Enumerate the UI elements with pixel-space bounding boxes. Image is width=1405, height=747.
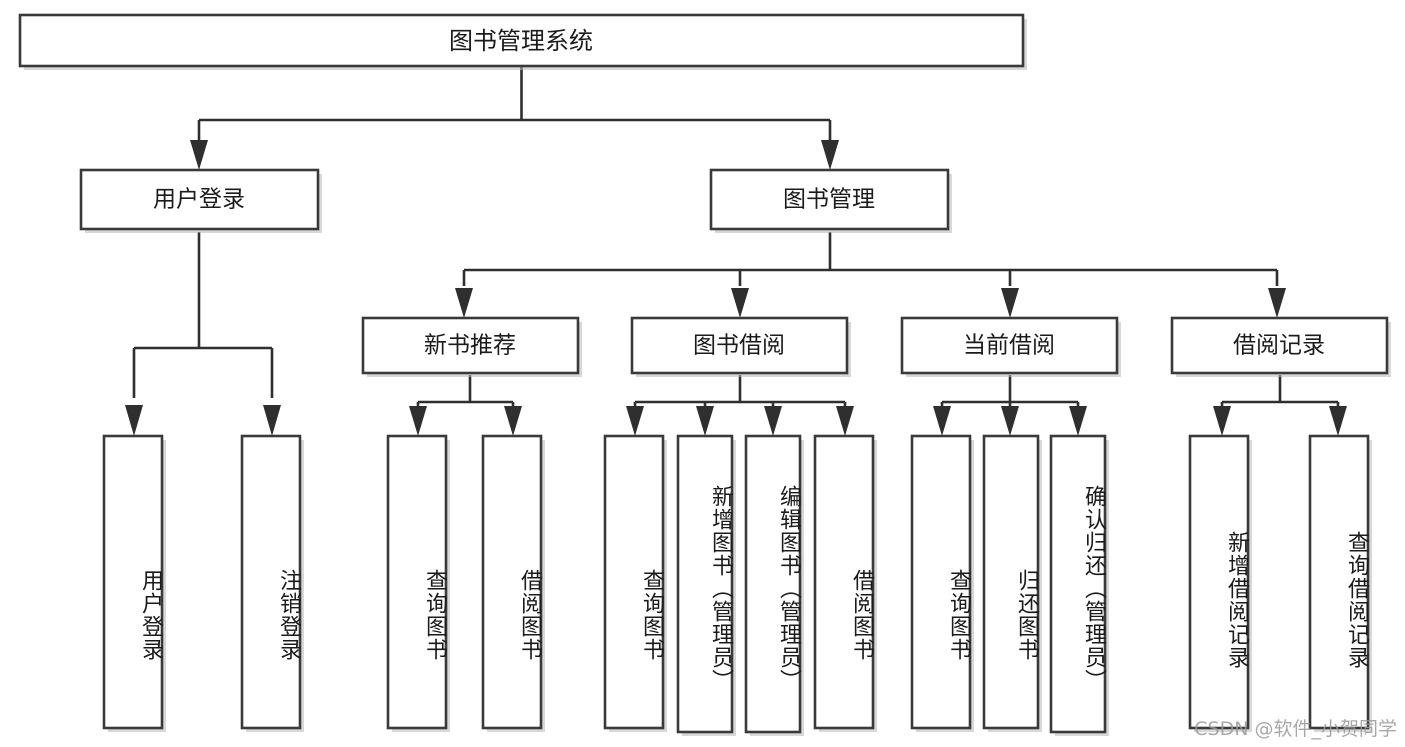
leaf-borrow-record-1-rect[interactable]: [1308, 434, 1370, 730]
node-current-borrow-rect[interactable]: [900, 316, 1119, 375]
leaf-borrow-record-1[interactable]: [1308, 434, 1372, 732]
leaf-book-borrow-2[interactable]: [744, 434, 804, 736]
leaf-borrow-record-0[interactable]: [1188, 434, 1252, 732]
leaf-current-borrow-2[interactable]: [1049, 434, 1109, 736]
leaf-book-borrow-0-rect[interactable]: [603, 434, 665, 730]
leaf-book-borrow-1-rect[interactable]: [676, 434, 734, 734]
leaf-new-book-0[interactable]: [386, 434, 450, 732]
node-borrow-record-rect[interactable]: [1170, 316, 1389, 375]
leaf-new-book-0-rect[interactable]: [386, 434, 448, 730]
arrow-head-newbook: [455, 288, 473, 318]
arrow-head-currentborrow-l2: [1001, 406, 1019, 436]
arrow-head-currentborrow-l3: [1069, 406, 1087, 436]
node-book-borrow[interactable]: 图书借阅: [630, 316, 851, 377]
node-current-borrow-label: 当前借阅: [963, 333, 1055, 359]
leaf-new-book-1[interactable]: [481, 434, 545, 732]
arrow-head-bookborrow: [731, 288, 749, 318]
node-user-login-rect[interactable]: [79, 168, 320, 231]
leaf-current-borrow-1[interactable]: [982, 434, 1042, 732]
leaf-book-borrow-3-rect[interactable]: [813, 434, 875, 730]
leaf-book-borrow-1[interactable]: [676, 434, 736, 736]
node-book-management[interactable]: 图书管理: [709, 168, 952, 233]
csdn-watermark: CSDN @软件_小贺同学: [1194, 718, 1397, 740]
leaf-user-login-1[interactable]: [240, 434, 304, 732]
connector-group-userlogin: [125, 232, 281, 436]
leaf-book-borrow-2-rect[interactable]: [744, 434, 802, 734]
arrow-head-newbook-l1: [409, 406, 427, 436]
leaf-user-login-0-rect[interactable]: [102, 434, 164, 730]
leaf-book-borrow-0[interactable]: [603, 434, 667, 732]
node-borrow-record[interactable]: 借阅记录: [1170, 316, 1391, 377]
connector-group-bookborrow: [626, 375, 854, 436]
node-user-login-label: 用户登录: [153, 187, 245, 213]
arrow-head-bookborrow-l4: [836, 406, 854, 436]
node-new-book-recommend-rect[interactable]: [361, 316, 580, 375]
arrow-head-userlogin-leaf2: [263, 405, 281, 436]
node-user-login[interactable]: 用户登录: [79, 168, 322, 233]
arrow-head-userlogin-leaf1: [125, 405, 143, 436]
arrow-head-borrowrecord-l1: [1213, 406, 1231, 436]
node-root-system[interactable]: 图书管理系统: [18, 13, 1027, 70]
leaf-borrow-record-0-rect[interactable]: [1188, 434, 1250, 730]
leaf-new-book-1-rect[interactable]: [481, 434, 543, 730]
node-new-book-recommend-label: 新书推荐: [424, 333, 516, 359]
node-book-management-rect[interactable]: [709, 168, 950, 231]
arrow-head-userlogin: [190, 140, 208, 170]
arrow-head-newbook-l2: [504, 406, 522, 436]
leaf-user-login-1-rect[interactable]: [240, 434, 302, 730]
connector-group-newbook: [409, 375, 522, 436]
arrow-head-borrowrecord-l2: [1329, 406, 1347, 436]
node-book-borrow-label: 图书借阅: [693, 333, 785, 359]
node-book-management-label: 图书管理: [783, 187, 875, 213]
node-root-label: 图书管理系统: [449, 27, 593, 55]
arrow-head-borrowrecord: [1268, 288, 1286, 318]
leaf-current-borrow-2-rect[interactable]: [1049, 434, 1107, 734]
node-book-borrow-rect[interactable]: [630, 316, 849, 375]
arrow-head-currentborrow: [1001, 288, 1019, 318]
arrow-head-bookborrow-l2: [696, 406, 714, 436]
node-root-rect[interactable]: [18, 13, 1025, 68]
leaf-book-borrow-3[interactable]: [813, 434, 877, 732]
node-borrow-record-label: 借阅记录: [1233, 333, 1325, 359]
arrow-head-bookborrow-l1: [626, 406, 644, 436]
leaf-user-login-0[interactable]: [102, 434, 166, 732]
connector-group-borrowrecord: [1213, 375, 1347, 436]
leaf-current-borrow-0-rect[interactable]: [910, 434, 972, 730]
arrow-head-currentborrow-l1: [933, 406, 951, 436]
arrow-head-bookborrow-l3: [764, 406, 782, 436]
connector-group-currentborrow: [933, 375, 1087, 436]
node-current-borrow[interactable]: 当前借阅: [900, 316, 1121, 377]
arrow-head-bookmgmt: [821, 140, 839, 170]
leaf-current-borrow-1-rect[interactable]: [982, 434, 1040, 730]
connector-group-root: [190, 66, 839, 170]
leaf-current-borrow-0[interactable]: [910, 434, 974, 732]
node-new-book-recommend[interactable]: 新书推荐: [361, 316, 582, 377]
connector-group-bookmgmt: [455, 232, 1286, 318]
